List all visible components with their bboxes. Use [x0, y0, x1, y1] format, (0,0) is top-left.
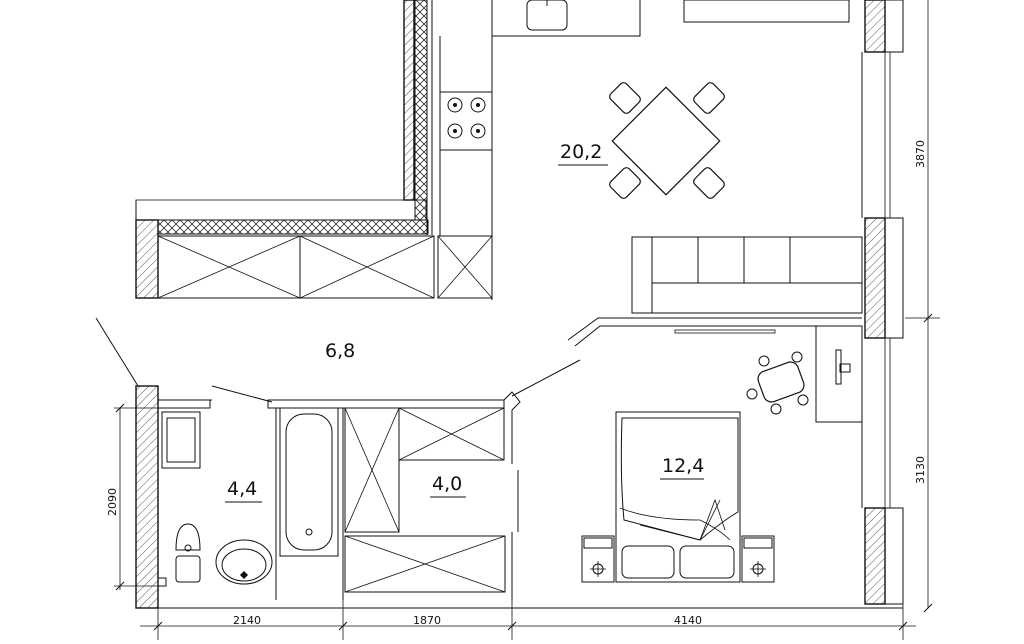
room-area-wardrobe: 4,0 — [430, 473, 466, 498]
dimension-right-1: 3870 — [914, 140, 927, 168]
dimension-bottom-1: 2140 — [233, 614, 261, 627]
dining-table-icon — [609, 82, 725, 199]
built-in-cabinets — [135, 219, 493, 299]
room-area-kitchen-living: 20,2 — [558, 141, 608, 166]
room-area-bathroom: 4,4 — [225, 478, 262, 503]
entry-walls — [95, 317, 581, 609]
room-area-bedroom: 12,4 — [660, 455, 704, 480]
toilet-icon — [175, 523, 201, 583]
wardrobe-shelves — [344, 407, 506, 593]
sink-icon — [215, 539, 273, 585]
svg-text:20,2: 20,2 — [560, 141, 602, 163]
dimension-bottom-3: 4140 — [674, 614, 702, 627]
bedroom-partition — [567, 317, 862, 347]
shaft-walls — [135, 0, 433, 235]
dimension-left-1: 2090 — [106, 488, 119, 516]
desk-icon — [815, 325, 863, 423]
exterior-wall-right — [861, 0, 904, 605]
svg-text:6,8: 6,8 — [325, 340, 355, 362]
svg-text:12,4: 12,4 — [662, 455, 704, 477]
svg-text:4,0: 4,0 — [432, 473, 462, 495]
svg-text:4,4: 4,4 — [227, 478, 257, 500]
bathroom-partition — [157, 408, 344, 600]
dimension-line-bottom: 2140 1870 4140 — [140, 600, 916, 640]
dimension-line-left: 2090 — [106, 403, 158, 591]
dimension-right-2: 3130 — [914, 456, 927, 484]
dimension-line-right: 3870 3130 — [905, 0, 940, 613]
hob-icon — [439, 91, 493, 151]
sofa-icon — [631, 236, 863, 314]
room-area-hall: 6,8 — [325, 340, 355, 362]
dimension-bottom-2: 1870 — [413, 614, 441, 627]
washing-machine-icon — [161, 411, 201, 469]
office-chair-icon — [746, 351, 809, 415]
bathtub-icon — [279, 407, 339, 557]
bed-icon — [581, 411, 775, 583]
